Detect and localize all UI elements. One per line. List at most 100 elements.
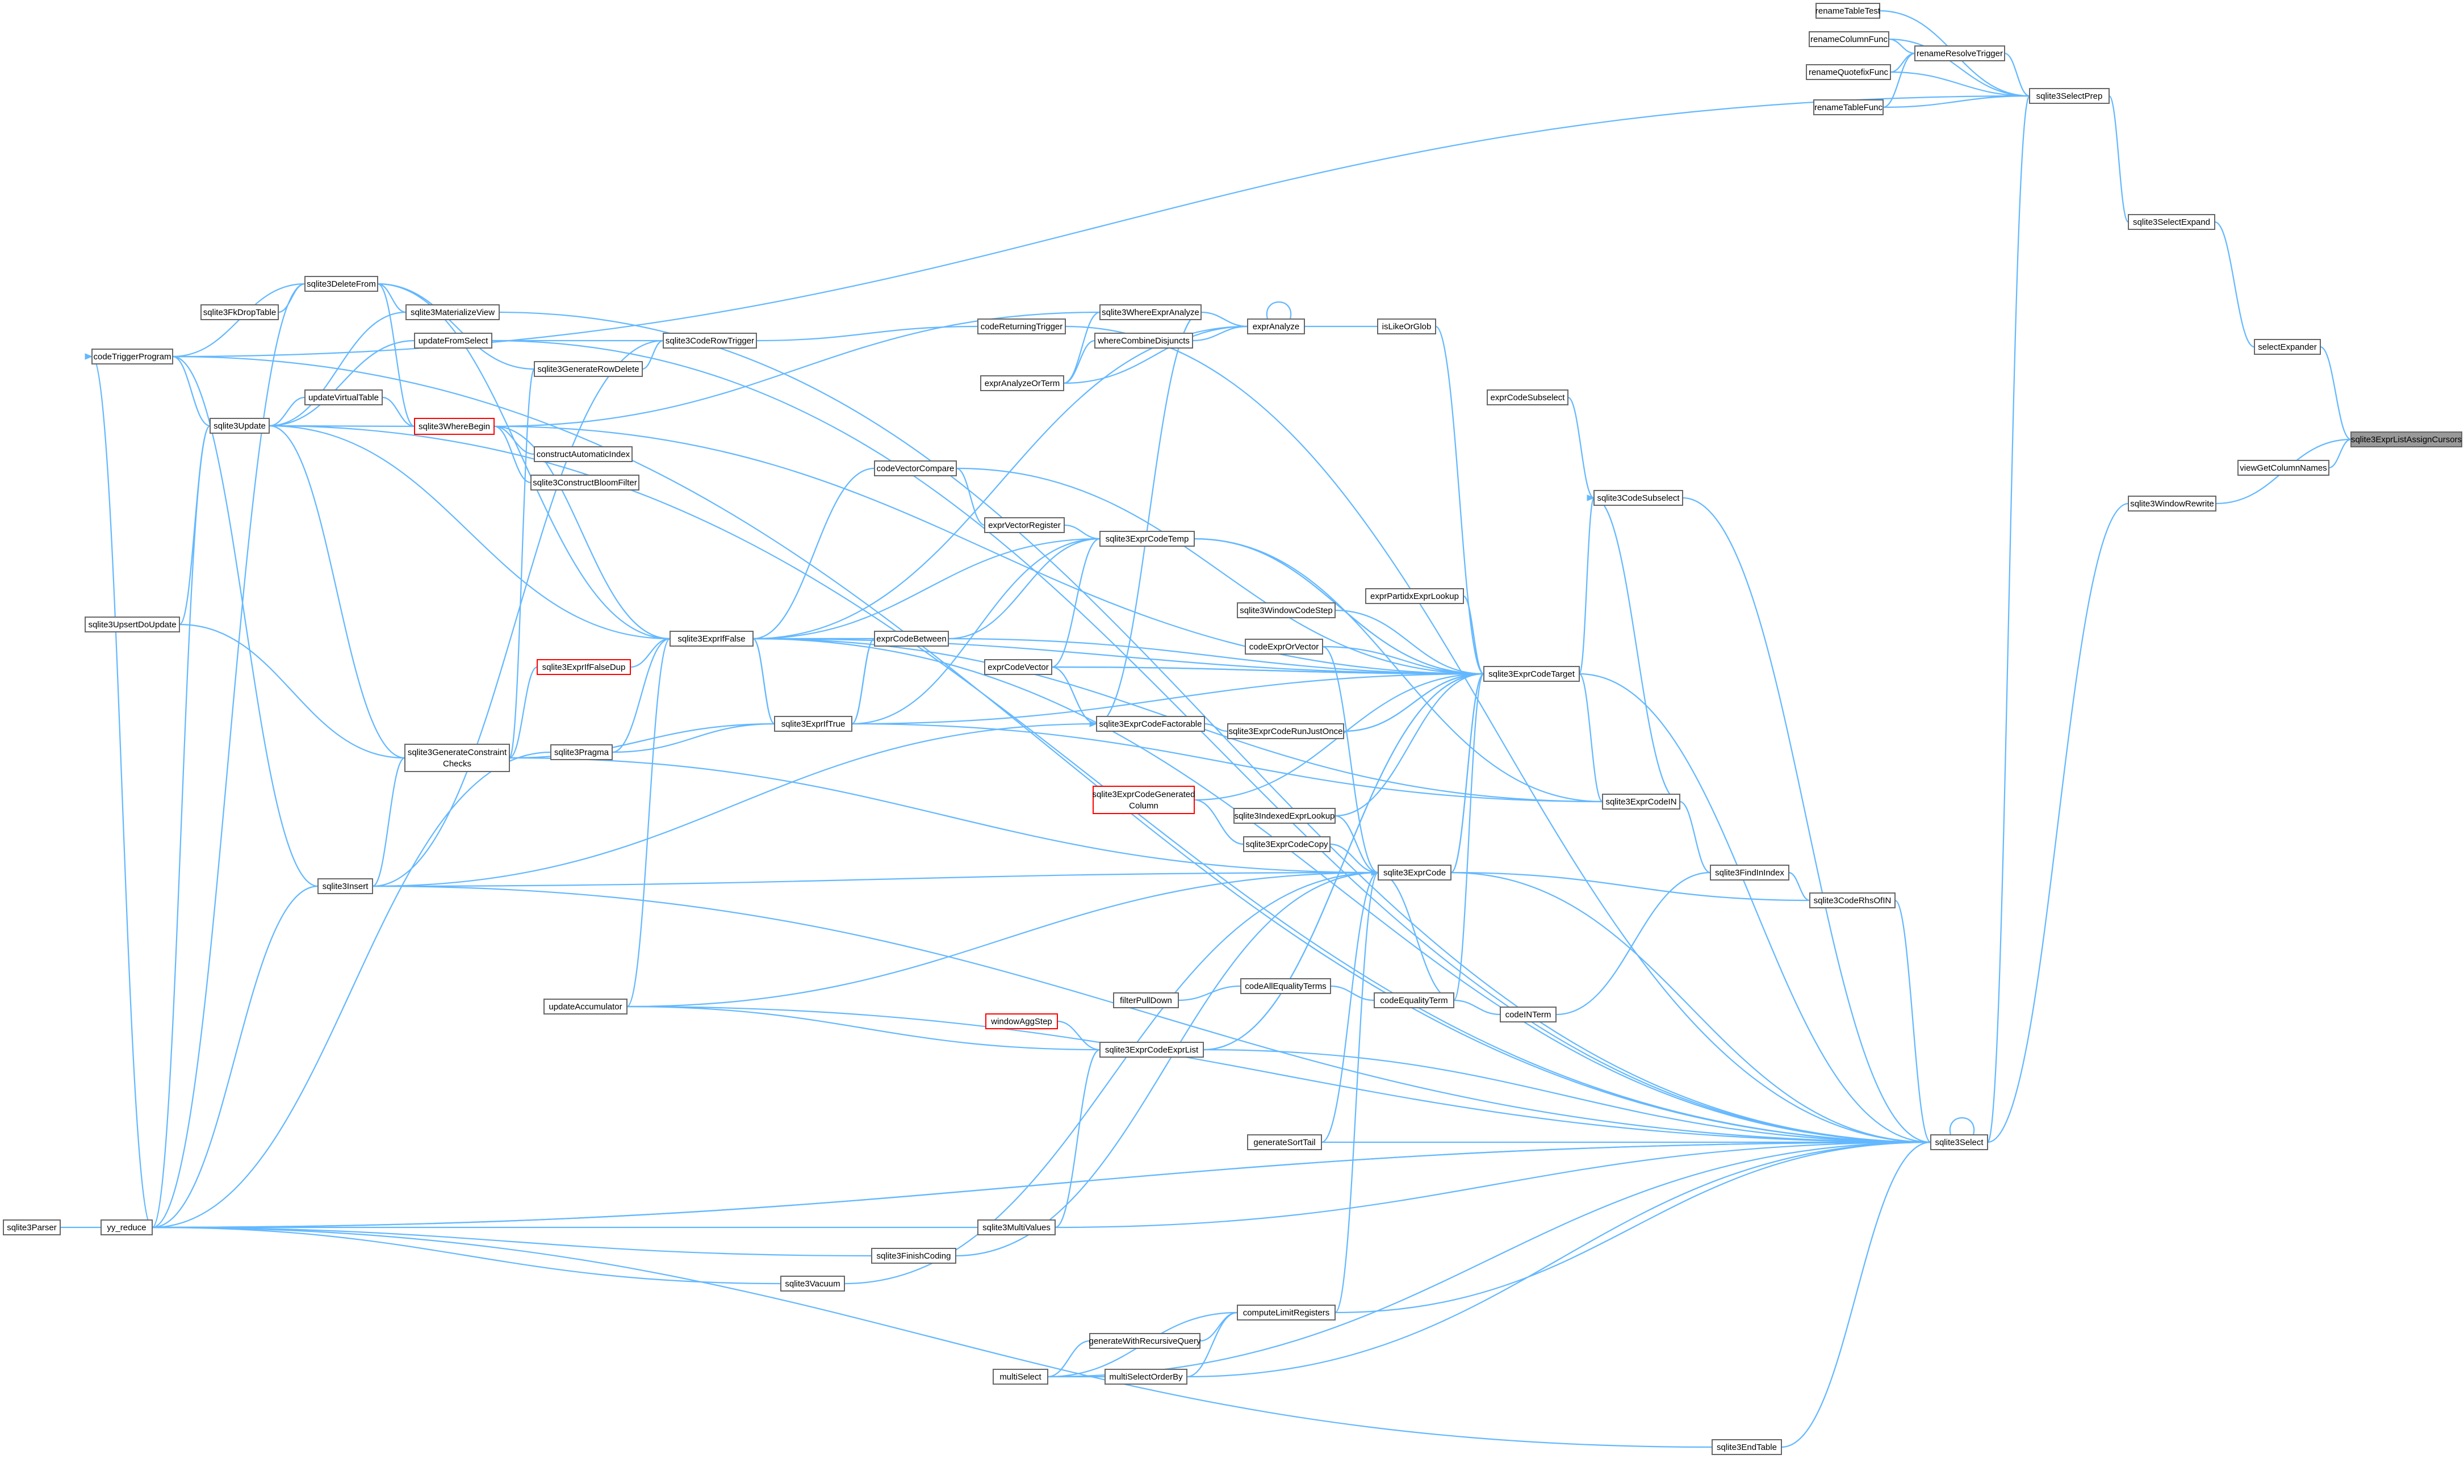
node-exprPartidxExprLookup[interactable]: exprPartidxExprLookup: [1365, 588, 1464, 604]
node-label: isLikeOrGlob: [1382, 322, 1432, 332]
node-label: exprCodeBetween: [876, 634, 946, 644]
node-isLikeOrGlob[interactable]: isLikeOrGlob: [1377, 318, 1436, 334]
node-selectExpander[interactable]: selectExpander: [2254, 339, 2321, 355]
node-generateWithRecursiveQuery[interactable]: generateWithRecursiveQuery: [1089, 1333, 1201, 1349]
node-sqlite3ExprCodeRunJustOnce[interactable]: sqlite3ExprCodeRunJustOnce: [1227, 723, 1344, 739]
node-codeReturningTrigger[interactable]: codeReturningTrigger: [977, 318, 1066, 334]
node-sqlite3ExprIfFalse[interactable]: sqlite3ExprIfFalse: [670, 631, 754, 647]
node-updateAccumulator[interactable]: updateAccumulator: [543, 999, 627, 1015]
node-sqlite3ExprCodeTemp[interactable]: sqlite3ExprCodeTemp: [1099, 531, 1195, 547]
node-generateSortTail[interactable]: generateSortTail: [1247, 1134, 1322, 1150]
node-exprCodeBetween[interactable]: exprCodeBetween: [874, 631, 949, 647]
edge-generateWithRecursiveQuery-computeLimitRegisters: [1199, 1311, 1238, 1342]
node-sqlite3IndexedExprLookup[interactable]: sqlite3IndexedExprLookup: [1233, 808, 1336, 824]
node-sqlite3ExprCodeIN[interactable]: sqlite3ExprCodeIN: [1602, 794, 1680, 810]
node-whereCombineDisjuncts[interactable]: whereCombineDisjuncts: [1094, 333, 1193, 349]
node-label: codeReturningTrigger: [981, 322, 1063, 332]
node-label: exprCodeVector: [988, 663, 1049, 672]
node-sqlite3ExprCodeTarget[interactable]: sqlite3ExprCodeTarget: [1483, 666, 1580, 682]
edge-sqlite3Pragma-sqlite3ExprIfTrue: [612, 723, 775, 753]
node-sqlite3EndTable[interactable]: sqlite3EndTable: [1712, 1439, 1782, 1455]
node-sqlite3FkDropTable[interactable]: sqlite3FkDropTable: [200, 304, 279, 320]
node-sqlite3Insert[interactable]: sqlite3Insert: [317, 878, 373, 894]
node-computeLimitRegisters[interactable]: computeLimitRegisters: [1237, 1305, 1336, 1320]
node-sqlite3ExprIfFalseDup[interactable]: sqlite3ExprIfFalseDup: [537, 659, 631, 675]
node-sqlite3CodeRowTrigger[interactable]: sqlite3CodeRowTrigger: [663, 333, 757, 349]
node-sqlite3FindInIndex[interactable]: sqlite3FindInIndex: [1710, 865, 1789, 881]
edge-exprPartidxExprLookup-sqlite3ExprCodeTarget: [1463, 595, 1484, 675]
node-codeVectorCompare[interactable]: codeVectorCompare: [874, 460, 957, 476]
node-box: [1378, 865, 1451, 881]
node-sqlite3ConstructBloomFilter[interactable]: sqlite3ConstructBloomFilter: [530, 475, 639, 491]
node-renameTableFunc[interactable]: renameTableFunc: [1813, 99, 1884, 115]
node-sqlite3ExprIfTrue[interactable]: sqlite3ExprIfTrue: [774, 716, 852, 732]
node-sqlite3SelectExpand[interactable]: sqlite3SelectExpand: [2128, 214, 2215, 230]
node-sqlite3UpsertDoUpdate[interactable]: sqlite3UpsertDoUpdate: [85, 617, 180, 632]
node-sqlite3CodeSubselect[interactable]: sqlite3CodeSubselect: [1593, 490, 1683, 506]
node-renameTableTest[interactable]: renameTableTest: [1815, 3, 1881, 19]
node-sqlite3ExprListAssignCursors[interactable]: sqlite3ExprListAssignCursors: [2350, 431, 2462, 447]
node-label: sqlite3ExprCodeTarget: [1488, 669, 1575, 679]
node-sqlite3Vacuum[interactable]: sqlite3Vacuum: [780, 1276, 845, 1292]
node-renameResolveTrigger[interactable]: renameResolveTrigger: [1914, 45, 2005, 61]
node-sqlite3Pragma[interactable]: sqlite3Pragma: [550, 744, 613, 760]
node-sqlite3Update[interactable]: sqlite3Update: [210, 418, 270, 434]
node-viewGetColumnNames[interactable]: viewGetColumnNames: [2237, 460, 2329, 476]
node-sqlite3WhereExprAnalyze[interactable]: sqlite3WhereExprAnalyze: [1099, 304, 1202, 320]
edge-sqlite3Select-multiSelect: [1047, 1141, 1931, 1378]
node-sqlite3ExprCodeFactorable[interactable]: sqlite3ExprCodeFactorable: [1096, 716, 1205, 732]
node-sqlite3Parser[interactable]: sqlite3Parser: [3, 1219, 61, 1235]
node-codeAllEqualityTerms[interactable]: codeAllEqualityTerms: [1240, 978, 1331, 994]
node-sqlite3SelectPrep[interactable]: sqlite3SelectPrep: [2029, 88, 2110, 104]
edge-sqlite3ExprCodeGeneratedColumn-sqlite3ExprCodeCopy: [1194, 799, 1244, 845]
node-sqlite3WindowRewrite[interactable]: sqlite3WindowRewrite: [2128, 496, 2216, 512]
edge-yy_reduce-sqlite3Update: [152, 425, 211, 1229]
node-codeINTerm[interactable]: codeINTerm: [1500, 1007, 1557, 1022]
node-filterPullDown[interactable]: filterPullDown: [1113, 992, 1179, 1008]
node-sqlite3GenerateRowDelete[interactable]: sqlite3GenerateRowDelete: [534, 361, 643, 377]
node-codeEqualityTerm[interactable]: codeEqualityTerm: [1374, 992, 1454, 1008]
node-sqlite3Select[interactable]: sqlite3Select: [1930, 1134, 1988, 1150]
node-label: sqlite3ExprIfFalse: [677, 634, 745, 644]
node-codeExprOrVector[interactable]: codeExprOrVector: [1245, 639, 1323, 655]
node-label: sqlite3ExprListAssignCursors: [2351, 435, 2462, 445]
nodes: renameTableTest renameColumnFunc renameRes…: [3, 3, 2462, 1455]
edge-filterPullDown-codeAllEqualityTerms: [1178, 985, 1241, 1001]
node-box: [1815, 3, 1880, 19]
node-multiSelectOrderBy[interactable]: multiSelectOrderBy: [1105, 1369, 1187, 1385]
node-sqlite3MultiValues[interactable]: sqlite3MultiValues: [977, 1219, 1056, 1235]
node-sqlite3WhereBegin[interactable]: sqlite3WhereBegin: [414, 418, 495, 435]
node-renameColumnFunc[interactable]: renameColumnFunc: [1809, 31, 1889, 47]
node-label: codeExprOrVector: [1249, 642, 1319, 652]
node-sqlite3CodeRhsOfIN[interactable]: sqlite3CodeRhsOfIN: [1809, 892, 1896, 908]
node-updateVirtualTable[interactable]: updateVirtualTable: [304, 389, 383, 405]
node-label: sqlite3Insert: [323, 882, 369, 891]
node-yy_reduce[interactable]: yy_reduce: [101, 1219, 153, 1235]
node-renameQuotefixFunc[interactable]: renameQuotefixFunc: [1806, 64, 1891, 80]
edge-exprCodeVector-sqlite3ExprCodeTemp: [1051, 538, 1101, 668]
node-sqlite3ExprCodeExprList[interactable]: sqlite3ExprCodeExprList: [1099, 1042, 1204, 1058]
node-exprCodeSubselect[interactable]: exprCodeSubselect: [1487, 389, 1568, 405]
node-codeTriggerProgram[interactable]: codeTriggerProgram: [91, 349, 173, 364]
node-multiSelect[interactable]: multiSelect: [993, 1369, 1048, 1385]
node-updateFromSelect[interactable]: updateFromSelect: [414, 333, 492, 349]
node-box: [871, 1248, 956, 1264]
node-sqlite3FinishCoding[interactable]: sqlite3FinishCoding: [871, 1248, 956, 1264]
node-sqlite3MaterializeView[interactable]: sqlite3MaterializeView: [405, 304, 500, 320]
node-sqlite3ExprCodeCopy[interactable]: sqlite3ExprCodeCopy: [1243, 836, 1331, 852]
node-exprAnalyzeOrTerm[interactable]: exprAnalyzeOrTerm: [980, 375, 1064, 391]
node-sqlite3ExprCode[interactable]: sqlite3ExprCode: [1378, 865, 1451, 881]
node-exprAnalyze[interactable]: exprAnalyze: [1247, 318, 1305, 334]
node-sqlite3WindowCodeStep[interactable]: sqlite3WindowCodeStep: [1237, 602, 1336, 618]
node-windowAggStep[interactable]: windowAggStep: [985, 1013, 1058, 1029]
node-exprCodeVector[interactable]: exprCodeVector: [984, 659, 1052, 675]
node-label: exprCodeSubselect: [1491, 393, 1566, 403]
node-label: sqlite3ExprCodeTemp: [1106, 534, 1189, 544]
node-constructAutomaticIndex[interactable]: constructAutomaticIndex: [534, 446, 633, 462]
node-sqlite3DeleteFrom[interactable]: sqlite3DeleteFrom: [304, 276, 378, 292]
node-label: sqlite3FinishCoding: [877, 1251, 951, 1261]
node-exprVectorRegister[interactable]: exprVectorRegister: [984, 517, 1065, 533]
